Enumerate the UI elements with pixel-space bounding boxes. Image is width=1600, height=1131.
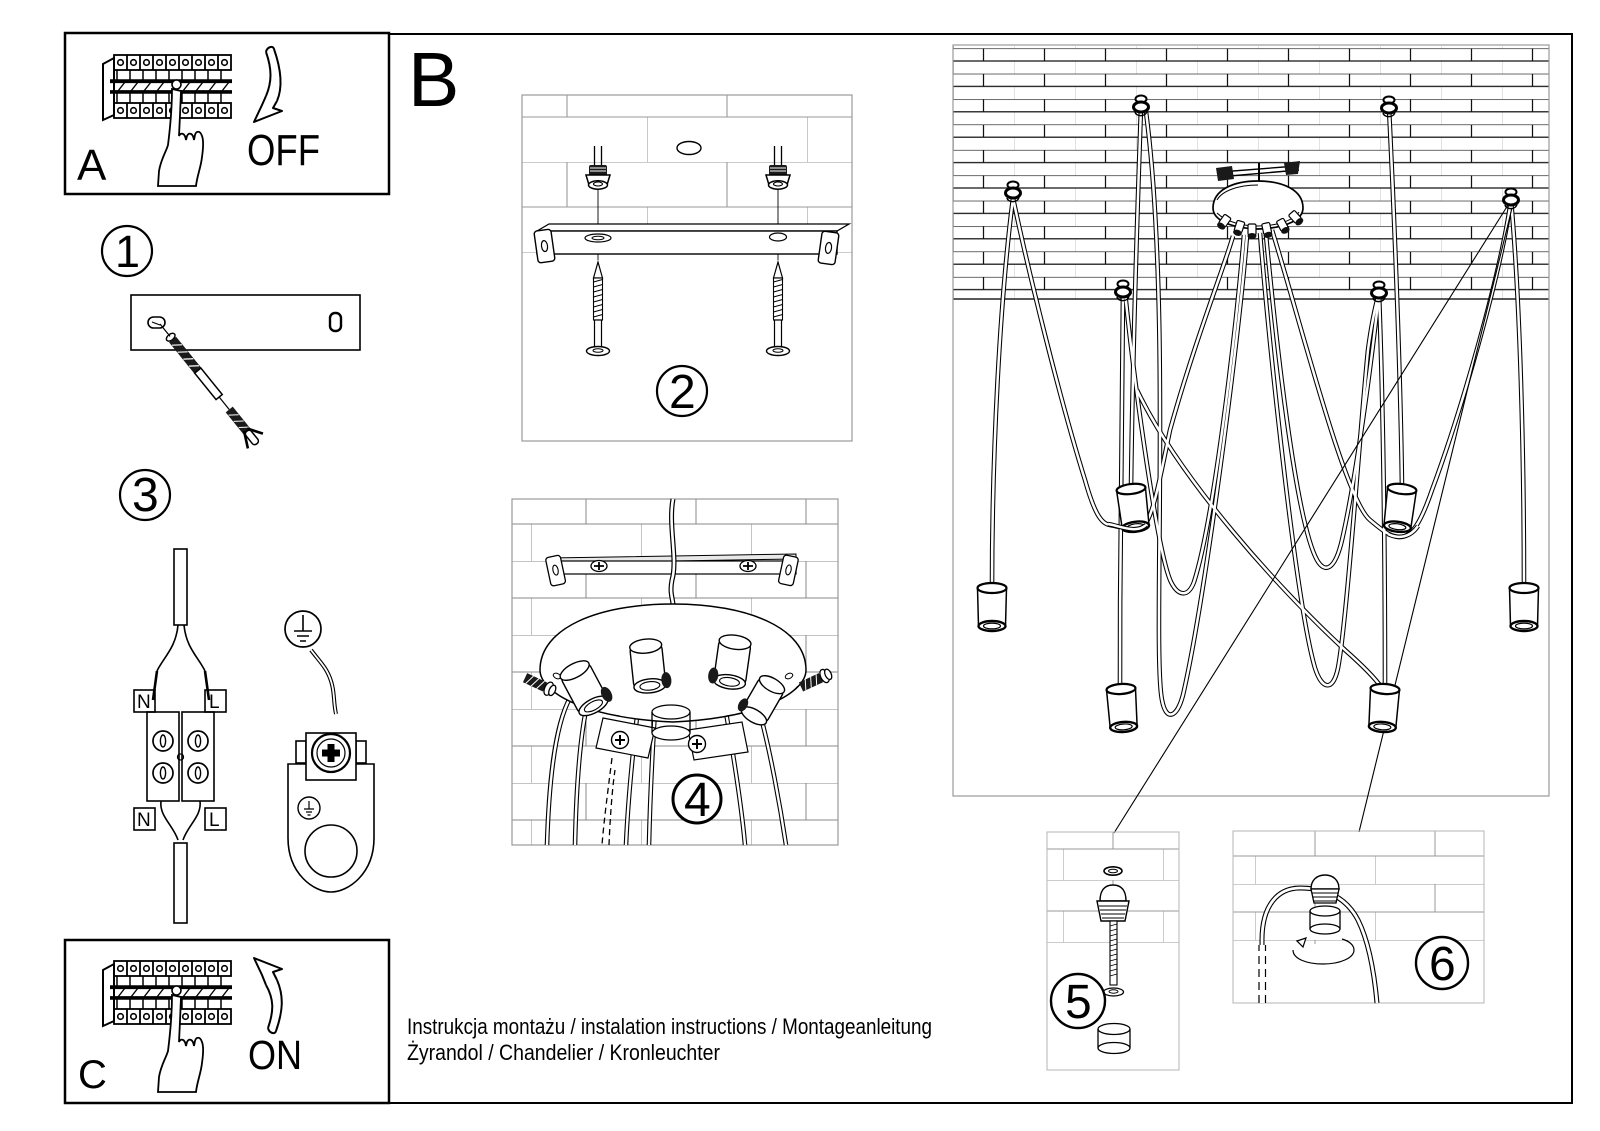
svg-text:OFF: OFF [247, 126, 320, 175]
svg-text:4: 4 [684, 774, 711, 827]
svg-text:L: L [209, 692, 220, 713]
svg-text:Instrukcja montażu / instalati: Instrukcja montażu / instalation instruc… [407, 1014, 932, 1039]
svg-text:ON: ON [248, 1032, 302, 1078]
svg-text:A: A [77, 141, 107, 190]
svg-text:1: 1 [115, 226, 140, 277]
svg-text:3: 3 [132, 469, 159, 522]
svg-text:L: L [209, 810, 220, 831]
svg-text:6: 6 [1429, 938, 1456, 991]
svg-text:Żyrandol / Chandelier / Kronle: Żyrandol / Chandelier / Kronleuchter [407, 1040, 720, 1065]
svg-text:B: B [408, 37, 459, 123]
svg-text:N: N [137, 810, 151, 831]
svg-text:2: 2 [669, 366, 696, 419]
svg-text:C: C [78, 1053, 107, 1097]
svg-text:N: N [137, 692, 151, 713]
svg-text:5: 5 [1065, 976, 1092, 1029]
